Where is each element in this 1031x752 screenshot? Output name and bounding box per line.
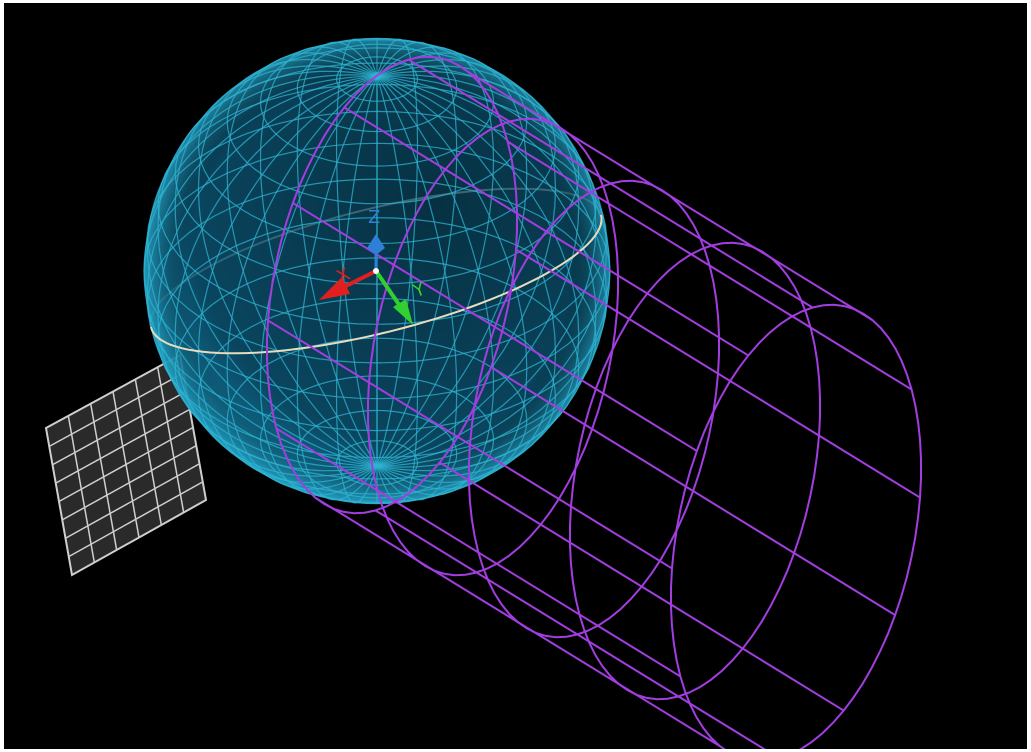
cylinder-generator-line [407, 58, 814, 309]
orbit-ring-front [149, 214, 603, 355]
meridian-line [174, 65, 378, 467]
scene-canvas[interactable]: Z X Y [4, 3, 1027, 749]
cylinder-ring [670, 303, 922, 749]
meridian-line [376, 38, 419, 467]
meridian-line [143, 75, 378, 467]
x-axis-arrow[interactable] [319, 269, 377, 300]
cylinder-generator-line [343, 106, 749, 357]
meridian-line [174, 75, 378, 477]
meridian-line [376, 46, 495, 467]
cylinder-ring [367, 117, 619, 577]
meridian-line [226, 75, 378, 490]
meridian-line [376, 52, 528, 467]
cylinder-generator-line [515, 248, 921, 499]
axis-origin [373, 268, 379, 274]
solar-panel[interactable] [44, 353, 208, 577]
solar-panel-grid-line [48, 372, 184, 448]
meridian-line [376, 74, 608, 467]
meridian-line [146, 74, 378, 467]
meridian-line [376, 75, 580, 477]
meridian-line [259, 75, 378, 496]
meridian-line [376, 75, 495, 496]
cylinder-ring [569, 241, 821, 701]
3d-viewport[interactable]: Z X Y [4, 3, 1027, 749]
cylinder-generator-line [467, 71, 873, 321]
solar-panel-grid-line [55, 408, 191, 484]
y-axis-arrow[interactable] [374, 269, 413, 325]
cylinder-generator-line [507, 140, 913, 391]
solar-panel-grid-line [68, 481, 204, 558]
cylinder-generator-line [439, 461, 845, 712]
cylinder-ring [266, 55, 518, 515]
meridian-line [376, 75, 458, 501]
meridian-line [226, 52, 378, 467]
z-axis-label: Z [368, 207, 380, 228]
meridian-line [259, 46, 378, 467]
meridian-line [376, 75, 597, 472]
meridian-line [335, 38, 378, 467]
solar-panel-grid-line [65, 463, 200, 539]
meridian-line [197, 75, 378, 484]
earth-sphere-wireframe [143, 37, 611, 505]
cylinder-generator-line [275, 427, 681, 678]
solar-panel-grid-line [52, 390, 187, 466]
meridian-line [296, 41, 378, 467]
meridian-line [376, 65, 580, 467]
meridian-line [376, 75, 528, 490]
meridian-line [376, 75, 608, 468]
axis-gizmo[interactable]: Z X Y [319, 207, 429, 325]
meridian-line [146, 75, 378, 468]
cylinder-generator-line [267, 319, 673, 570]
solar-panel-grid-line [61, 444, 197, 521]
z-axis-arrow[interactable] [367, 234, 385, 269]
cylinder-generator-line [315, 497, 721, 747]
sensor-cone-wireframe [266, 55, 922, 749]
meridian-line [376, 70, 597, 467]
meridian-line [335, 75, 378, 504]
cylinder-generator-line [374, 509, 766, 749]
meridian-line [376, 59, 557, 467]
meridian-line [157, 75, 378, 472]
cylinder-generator-line [490, 366, 896, 616]
meridian-line [157, 70, 378, 467]
solar-panel-grid-line [58, 426, 194, 503]
cylinder-ring [468, 179, 720, 639]
cylinder-generator-line [292, 202, 698, 452]
